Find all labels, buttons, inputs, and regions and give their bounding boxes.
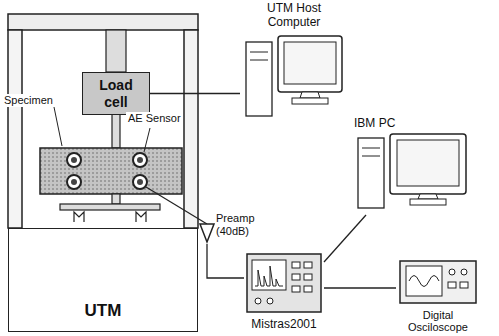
monitor-screen [397, 140, 459, 186]
grip-rod [112, 194, 120, 204]
oscilloscope-wave [409, 276, 439, 287]
monitor-stand [300, 92, 320, 98]
monitor-stand [418, 194, 438, 199]
computer-node: UTM Host Computer [240, 2, 348, 120]
grip-rod [112, 110, 120, 148]
node-label: Digital Osciloscope [402, 309, 474, 334]
node-label: Load cell [92, 77, 140, 109]
monitor [278, 36, 342, 92]
machine-base: UTM [8, 228, 198, 332]
preamp-symbol [200, 224, 214, 242]
ae-system-node: Mistras2001 [244, 252, 324, 334]
oscilloscope-screen [406, 266, 442, 296]
monitor-screen [284, 42, 336, 84]
pc-tower [246, 42, 272, 116]
grip-mark [136, 212, 146, 222]
panel-button [304, 286, 312, 292]
monitor [390, 134, 466, 194]
ae-sensor-core [71, 179, 77, 185]
leader-line [144, 128, 150, 152]
drive-slot [362, 156, 380, 157]
oscilloscope-box [400, 261, 476, 303]
preamp-node: Preamp (40dB) [198, 210, 266, 244]
signal-cable [207, 244, 244, 278]
panel-knob [267, 298, 273, 304]
drive-slot [362, 148, 380, 149]
frame-post [8, 30, 22, 228]
ae-sensor [133, 175, 147, 189]
part-label: AE Sensor [126, 112, 183, 125]
sensor-cable [146, 187, 207, 224]
frame-post [184, 30, 198, 228]
drive-slot [250, 52, 268, 53]
panel-button [292, 262, 300, 268]
node-label: Mistras2001 [251, 318, 316, 332]
ae-system-screen [252, 260, 286, 290]
ae-sensor-core [137, 179, 143, 185]
monitor-base [410, 199, 446, 205]
panel-button [304, 262, 312, 268]
ae-sensor-core [71, 157, 77, 163]
node-label: UTM [85, 301, 122, 321]
ae-waveform [255, 266, 283, 286]
grip-mark [74, 212, 84, 222]
data-cable [324, 215, 366, 262]
panel-button [460, 282, 468, 288]
ae-sensor [67, 175, 81, 189]
panel-knob [449, 269, 455, 275]
ae-system-box [247, 254, 321, 312]
ae-sensor [67, 153, 81, 167]
panel-button [292, 274, 300, 280]
data-cable [324, 287, 396, 288]
leader-line [54, 107, 62, 146]
computer-node: IBM PC [352, 115, 472, 215]
node-label: UTM Host Computer [258, 2, 330, 30]
panel-knob [255, 298, 261, 304]
lower-plate [60, 204, 160, 210]
panel-knob [461, 269, 467, 275]
pc-tower [358, 138, 384, 208]
panel-button [292, 286, 300, 292]
top-beam [8, 14, 198, 30]
node-label: IBM PC [354, 117, 395, 131]
ae-sensor [133, 153, 147, 167]
oscilloscope-node: Digital Osciloscope [396, 258, 480, 336]
node-label: Preamp (40dB) [216, 212, 260, 237]
signal-cable [150, 93, 240, 94]
load-cell-box: Load cell [82, 72, 150, 115]
drive-slot [250, 60, 268, 61]
monitor-base [292, 98, 328, 104]
panel-button [304, 274, 312, 280]
specimen-plate [40, 148, 182, 194]
crosshead [106, 30, 126, 72]
part-label: Specimen [2, 94, 55, 107]
panel-button [448, 282, 456, 288]
ae-sensor-core [137, 157, 143, 163]
